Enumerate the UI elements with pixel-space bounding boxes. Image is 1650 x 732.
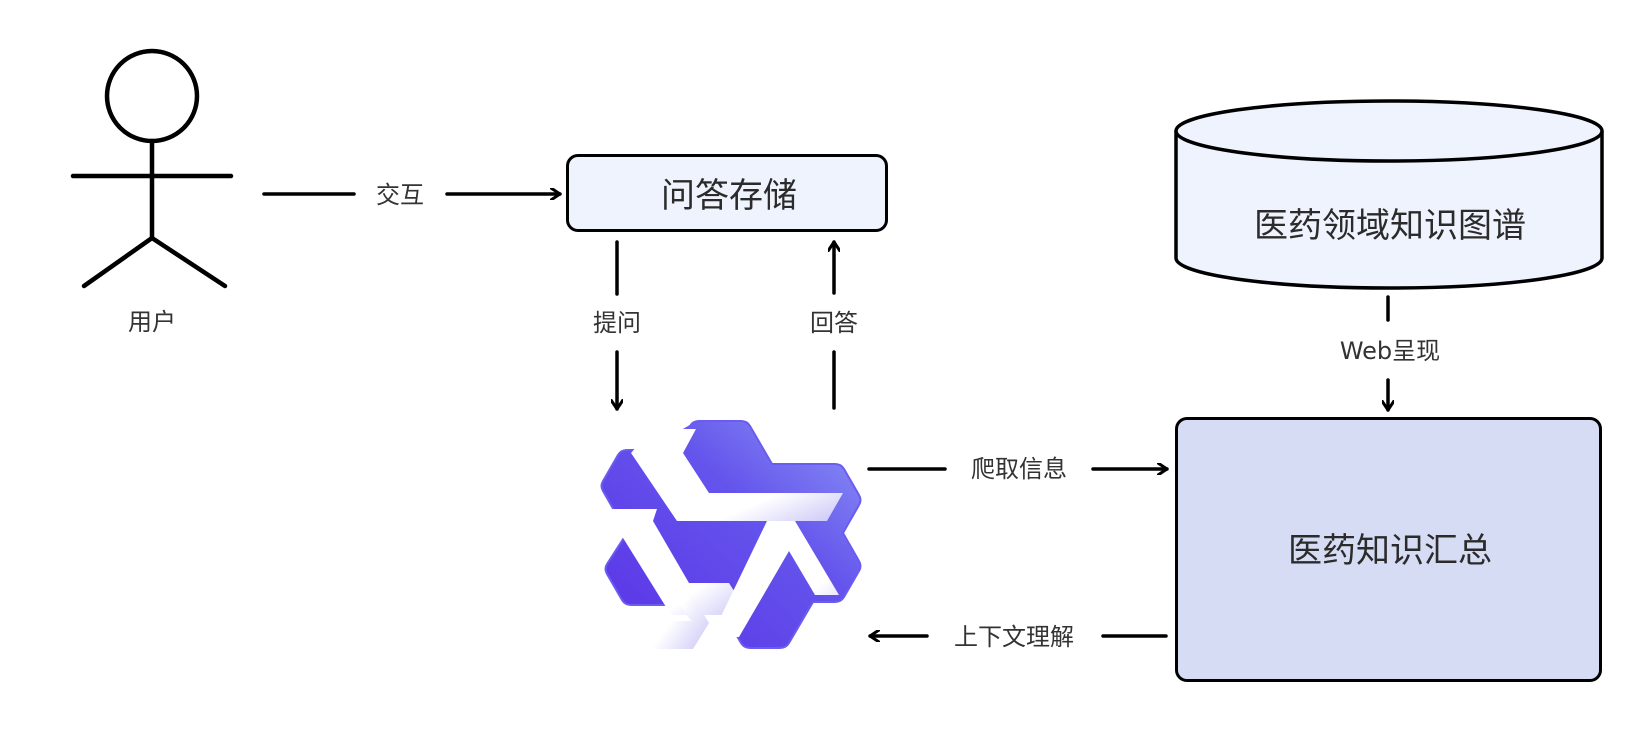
edge-label-crawl: 爬取信息 bbox=[971, 455, 1067, 483]
knowledge-summary-node[interactable] bbox=[1175, 417, 1602, 682]
logo-band-top bbox=[631, 429, 843, 521]
cylinder-top bbox=[1174, 99, 1604, 163]
logo-band-diagonal bbox=[613, 511, 709, 649]
qa-storage-node[interactable] bbox=[566, 154, 888, 232]
user-right-leg bbox=[149, 235, 228, 289]
edge-label-interact: 交互 bbox=[376, 181, 424, 209]
knowledge-summary-label: 医药知识汇总 bbox=[1288, 531, 1492, 571]
edges bbox=[262, 194, 1388, 636]
logo-band-right bbox=[711, 521, 839, 637]
knowledge-graph-cylinder[interactable] bbox=[1174, 99, 1604, 290]
user-actor-icon bbox=[70, 48, 234, 289]
qa-storage-label: 问答存储 bbox=[661, 176, 797, 216]
qwen-logo-icon[interactable] bbox=[600, 420, 862, 655]
knowledge-graph-label: 医药领域知识图谱 bbox=[1254, 206, 1526, 246]
edge-label-context: 上下文理解 bbox=[954, 623, 1074, 651]
edge-label-ask: 提问 bbox=[593, 309, 641, 337]
edge-label-web: Web呈现 bbox=[1339, 337, 1441, 365]
user-label: 用户 bbox=[128, 308, 176, 336]
user-head bbox=[104, 48, 200, 144]
edge-label-answer: 回答 bbox=[810, 309, 858, 337]
user-left-leg bbox=[81, 235, 155, 289]
cylinder-body bbox=[1174, 131, 1604, 290]
